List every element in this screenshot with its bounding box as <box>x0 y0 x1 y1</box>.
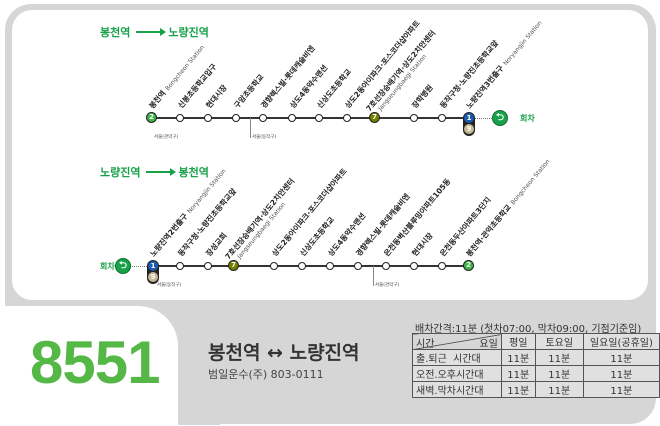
inbound-to: 봉천역 <box>178 166 209 179</box>
station-marker <box>410 114 418 122</box>
station-marker <box>298 262 306 270</box>
outbound-heading: 봉천역 노량진역 <box>100 24 209 40</box>
inbound-route-line <box>153 265 469 267</box>
station-marker <box>438 114 446 122</box>
cell: 11분 <box>500 349 536 366</box>
station-marker <box>176 114 184 122</box>
cell: 11분 <box>582 365 660 382</box>
district-label: 서울(동작구) <box>252 135 277 140</box>
line1-badge: 1 <box>148 261 158 271</box>
col-saturday: 토요일 <box>534 333 584 350</box>
line1-badge: 1 <box>464 113 474 123</box>
cell: 11분 <box>500 365 536 382</box>
cell: 11분 <box>582 381 660 398</box>
station-marker <box>326 262 334 270</box>
timetable-header: 시간 요일 평일 토요일 일요일(공휴일) <box>412 333 660 350</box>
district-boundary-tick <box>373 266 374 286</box>
outbound-to: 노량진역 <box>168 26 209 39</box>
interval-note: 배차간격:11분 (첫차07:00, 막차09:00, 기점기준임) <box>415 324 642 335</box>
line9-badge: 9 <box>464 124 474 134</box>
transfer-line2-icon: 2 <box>463 260 474 271</box>
turnaround-dotted-line <box>123 266 153 267</box>
col-sunday: 일요일(공휴일) <box>582 333 660 350</box>
route-map-panel <box>12 10 648 300</box>
number-tab <box>0 306 178 426</box>
station-marker <box>288 114 296 122</box>
inbound-from: 노량진역 <box>100 166 141 179</box>
district-label: 서울(관악구) <box>154 135 179 140</box>
line9-badge: 9 <box>148 272 158 282</box>
turnaround-label: 회차 <box>100 262 115 271</box>
station-marker <box>343 114 351 122</box>
row-label: 오전.오후시간대 <box>412 365 502 382</box>
station-marker <box>176 262 184 270</box>
outbound-route-line <box>152 117 469 119</box>
row-label: 새벽.막차시간대 <box>412 381 502 398</box>
turnaround-label: 회차 <box>520 114 535 123</box>
cell: 11분 <box>534 381 584 398</box>
transfer-line2-icon: 2 <box>146 112 157 123</box>
arrow-right-icon <box>136 28 167 36</box>
station-marker <box>438 262 446 270</box>
transfer-line7-icon: 7 <box>228 260 239 271</box>
header-day: 요일 <box>479 339 498 350</box>
district-label: 서울(관악구) <box>375 283 400 288</box>
station-marker <box>204 114 212 122</box>
col-weekday: 평일 <box>500 333 536 350</box>
station-marker <box>259 114 267 122</box>
arrow-right-icon <box>146 168 177 176</box>
turnaround-dotted-line <box>469 118 500 119</box>
station-marker <box>315 114 323 122</box>
station-marker <box>270 262 278 270</box>
company-contact: 범일운수(주) 803-0111 <box>208 368 324 381</box>
district-boundary-tick <box>250 118 251 138</box>
cell: 11분 <box>582 349 660 366</box>
cell: 11분 <box>534 349 584 366</box>
cell: 11분 <box>500 381 536 398</box>
outbound-from: 봉천역 <box>100 26 131 39</box>
inbound-heading: 노량진역 봉천역 <box>100 164 209 180</box>
turnaround-icon: ⮌ <box>115 258 131 274</box>
district-label: 서울(동작구) <box>157 283 182 288</box>
station-marker <box>354 262 362 270</box>
turnaround-icon: ⮌ <box>492 110 508 126</box>
route-name: 봉천역 ↔ 노량진역 <box>208 342 360 364</box>
station-marker <box>232 114 240 122</box>
station-marker <box>204 262 212 270</box>
cell: 11분 <box>534 365 584 382</box>
station-marker <box>410 262 418 270</box>
station-marker <box>382 262 390 270</box>
header-time-day: 시간 요일 <box>412 333 502 350</box>
header-time: 시간 <box>416 339 435 350</box>
bus-number: 8551 <box>30 329 160 396</box>
transfer-line7-icon: 7 <box>369 112 380 123</box>
row-label: 출.퇴근 시간대 <box>412 349 502 366</box>
